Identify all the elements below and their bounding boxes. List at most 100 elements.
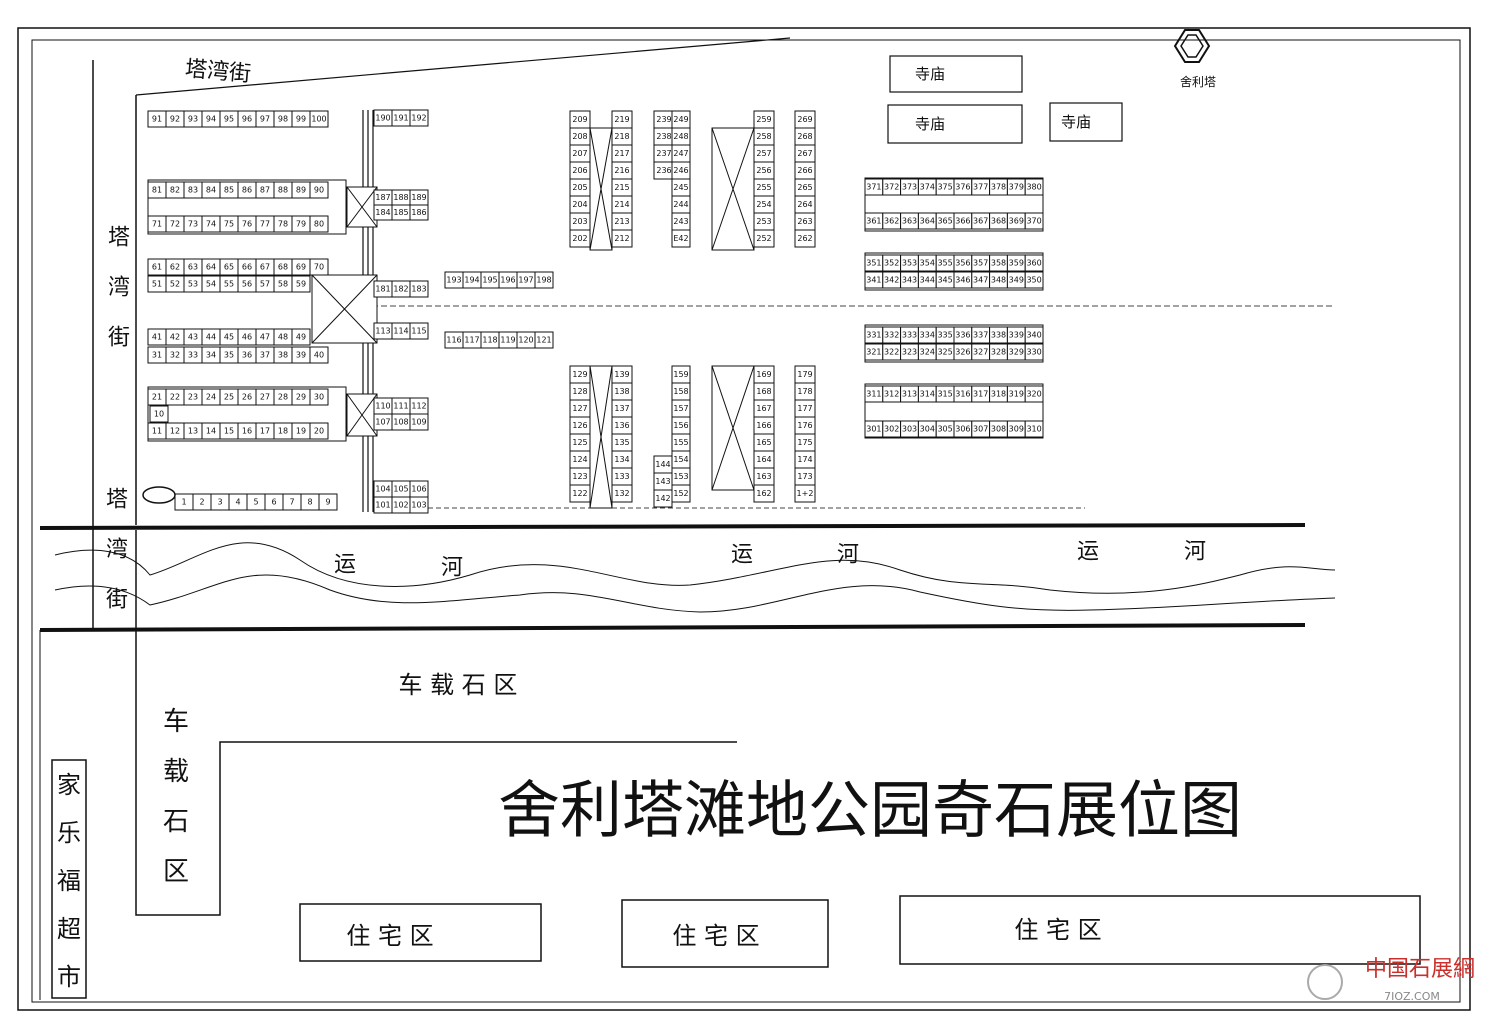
booth-number: 132 — [614, 489, 629, 498]
booth-number: 373 — [902, 183, 917, 192]
booth-number: 353 — [902, 259, 917, 268]
booth-number: 309 — [1009, 425, 1024, 434]
booth-number: 95 — [224, 115, 234, 124]
booth-252[interactable] — [753, 229, 775, 248]
booth-number: 154 — [673, 455, 688, 464]
booth-number: 355 — [937, 259, 952, 268]
booth-30[interactable] — [309, 388, 329, 406]
booth-number: 163 — [756, 472, 771, 481]
booth-number: 334 — [920, 331, 935, 340]
booth-330[interactable] — [1024, 343, 1044, 361]
booth-number: 264 — [797, 200, 812, 209]
booth-number: 103 — [411, 501, 426, 510]
residential-box-3[interactable] — [899, 895, 1421, 965]
booth-number: 265 — [797, 183, 812, 192]
booth-115[interactable] — [409, 322, 429, 340]
booth-152[interactable] — [671, 484, 691, 503]
street-left-upper-char-2: 湾 — [108, 276, 130, 301]
booth-59[interactable] — [291, 275, 311, 293]
booth-number: 335 — [937, 331, 952, 340]
booth-132[interactable] — [611, 484, 633, 503]
column-group-200 — [589, 127, 613, 251]
booth-number: 7 — [289, 498, 294, 507]
booth-320[interactable] — [1024, 385, 1044, 403]
booth-number: 124 — [572, 455, 587, 464]
supermarket-char-1: 家 — [57, 771, 81, 799]
booth-number: 51 — [152, 280, 162, 289]
booth-number: 204 — [572, 200, 587, 209]
residential-box-2[interactable] — [621, 899, 829, 968]
residential-box-1[interactable] — [299, 903, 542, 962]
booth-40[interactable] — [309, 346, 329, 364]
booth-360[interactable] — [1024, 254, 1044, 272]
booth-number: 85 — [224, 186, 234, 195]
booth-number: 359 — [1009, 259, 1024, 268]
booth-number: 64 — [206, 263, 216, 272]
booth-number: 93 — [188, 115, 198, 124]
booth-number: 45 — [224, 333, 234, 342]
booth-number: 127 — [572, 404, 587, 413]
booth-number: 34 — [206, 351, 216, 360]
booth-192[interactable] — [409, 109, 429, 127]
booth-number: 362 — [884, 217, 899, 226]
booth-310[interactable] — [1024, 420, 1044, 438]
booth-20[interactable] — [309, 422, 329, 440]
temple-box-1[interactable] — [889, 55, 1023, 93]
booth-number: 41 — [152, 333, 162, 342]
pavilion-cross-3 — [346, 393, 378, 437]
booth-E42[interactable] — [671, 229, 691, 248]
booth-380[interactable] — [1024, 178, 1044, 196]
booth-number: 55 — [224, 280, 234, 289]
pagoda-icon[interactable] — [1173, 29, 1211, 63]
booth-80[interactable] — [309, 215, 329, 233]
booth-212[interactable] — [611, 229, 633, 248]
supermarket-box[interactable] — [51, 759, 87, 999]
residential-label-2: 住 宅 区 — [672, 922, 759, 950]
booth-number: 3 — [217, 498, 222, 507]
booth-121[interactable] — [534, 331, 554, 349]
booth-10[interactable] — [149, 405, 169, 423]
booth-number: 128 — [572, 387, 587, 396]
temple-box-2[interactable] — [887, 104, 1023, 144]
supermarket-label: 家 乐 福 超 市 — [57, 771, 81, 991]
block-11-30 — [147, 386, 347, 442]
booth-number: 134 — [614, 455, 629, 464]
booth-number: 84 — [206, 186, 216, 195]
booth-70[interactable] — [309, 258, 329, 276]
booth-183[interactable] — [409, 280, 429, 298]
booth-number: 370 — [1026, 217, 1041, 226]
street-left-lower-char-2: 湾 — [106, 538, 128, 563]
booth-202[interactable] — [569, 229, 591, 248]
booth-number: 116 — [446, 336, 461, 345]
booth-number: 349 — [1009, 276, 1024, 285]
booth-number: 157 — [673, 404, 688, 413]
booth-162[interactable] — [753, 484, 775, 503]
booth-90[interactable] — [309, 181, 329, 199]
booth-number: 99 — [296, 115, 306, 124]
booth-number: 47 — [260, 333, 270, 342]
booth-number: 102 — [393, 501, 408, 510]
booth-262[interactable] — [794, 229, 816, 248]
booth-198[interactable] — [534, 271, 554, 289]
booth-122[interactable] — [569, 484, 591, 503]
booth-350[interactable] — [1024, 271, 1044, 289]
booth-number: 169 — [756, 370, 771, 379]
stone-zone-vertical-label: 车 载 石 区 — [163, 707, 189, 887]
booth-number: 343 — [902, 276, 917, 285]
booth-number: 83 — [188, 186, 198, 195]
booth-49[interactable] — [291, 328, 311, 346]
booth-109[interactable] — [409, 413, 429, 431]
booth-9[interactable] — [318, 493, 338, 511]
booth-number: 267 — [797, 149, 812, 158]
booth-340[interactable] — [1024, 326, 1044, 344]
booth-100[interactable] — [309, 110, 329, 128]
booth-103[interactable] — [409, 496, 429, 514]
booth-370[interactable] — [1024, 212, 1044, 230]
booth-number: 258 — [756, 132, 771, 141]
booth-number: 114 — [393, 327, 408, 336]
booth-1+2[interactable] — [794, 484, 816, 503]
temple-box-3[interactable] — [1049, 102, 1123, 142]
river-label-5: 运 — [1077, 540, 1099, 565]
booth-186[interactable] — [409, 204, 429, 221]
booth-number: 188 — [393, 193, 408, 202]
